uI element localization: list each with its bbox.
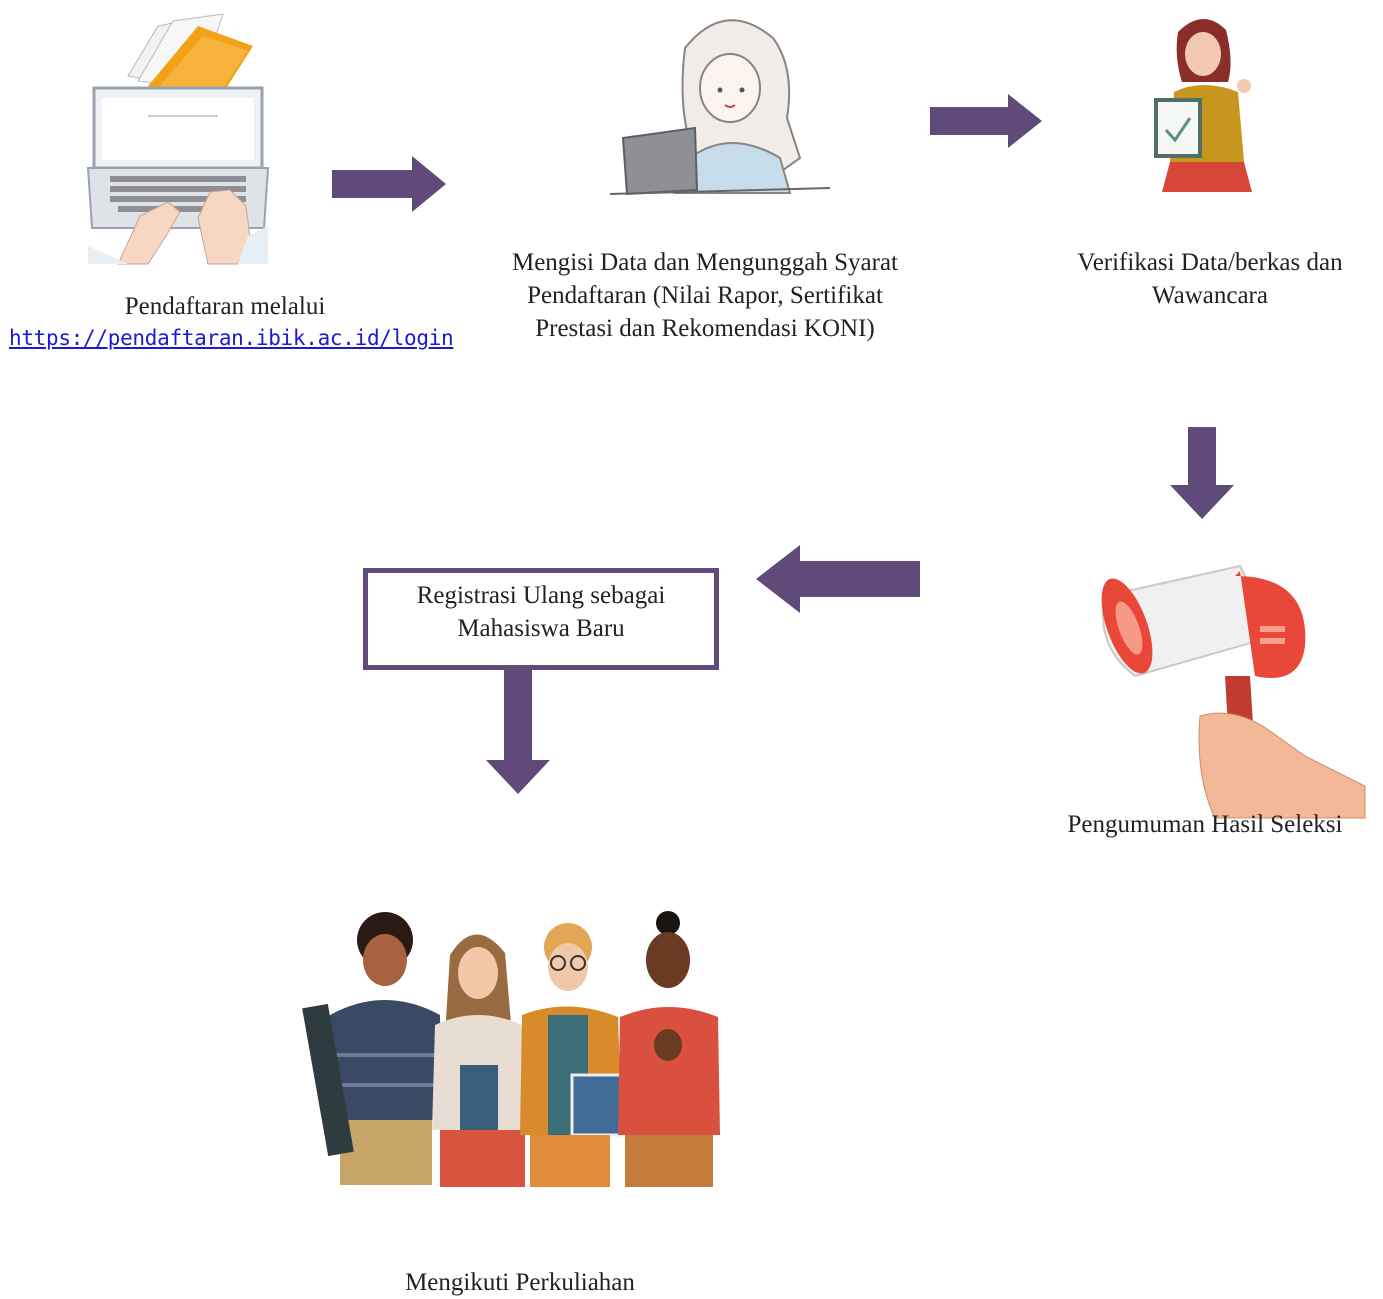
- arrow-down-icon: [1170, 427, 1234, 519]
- step-3-caption: Verifikasi Data/berkas dan Wawancara: [1040, 246, 1380, 312]
- step-5-line-2: Mahasiswa Baru: [457, 615, 625, 642]
- girl-with-laptop-illustration: [609, 19, 831, 196]
- step-3-line-1: Verifikasi Data/berkas dan: [1077, 249, 1343, 276]
- step-3-line-2: Wawancara: [1152, 282, 1268, 309]
- step-2-caption: Mengisi Data dan Mengunggah Syarat Penda…: [470, 246, 940, 345]
- step-2-line-2: Pendaftaran (Nilai Rapor, Sertifikat: [527, 282, 883, 309]
- step-5-caption: Registrasi Ulang sebagai Mahasiswa Baru: [368, 579, 714, 645]
- step-4-caption: Pengumuman Hasil Seleksi: [1030, 808, 1380, 841]
- step-1-label: Pendaftaran melalui: [124, 293, 326, 320]
- megaphone-illustration: [1101, 564, 1366, 819]
- laptop-typing-illustration: [86, 13, 270, 265]
- arrow-right-icon: [930, 94, 1042, 148]
- step-2-line-3: Prestasi dan Rekomendasi KONI): [535, 315, 875, 342]
- registration-box: Registrasi Ulang sebagai Mahasiswa Baru: [363, 568, 719, 670]
- step-2-line-1: Mengisi Data dan Mengunggah Syarat: [511, 249, 899, 276]
- step-1-caption: Pendaftaran melalui: [80, 290, 370, 323]
- woman-checklist-illustration: [1154, 18, 1252, 192]
- step-6-label: Mengikuti Perkuliahan: [405, 1269, 635, 1296]
- arrow-right-icon: [332, 156, 446, 212]
- registration-link[interactable]: https://pendaftaran.ibik.ac.id/login: [9, 326, 454, 350]
- arrow-down-icon: [486, 670, 550, 794]
- step-5-line-1: Registrasi Ulang sebagai: [416, 582, 666, 609]
- arrow-left-icon: [756, 545, 920, 613]
- step-6-caption: Mengikuti Perkuliahan: [330, 1266, 710, 1299]
- students-group-illustration: [302, 911, 720, 1187]
- step-4-label: Pengumuman Hasil Seleksi: [1067, 811, 1343, 838]
